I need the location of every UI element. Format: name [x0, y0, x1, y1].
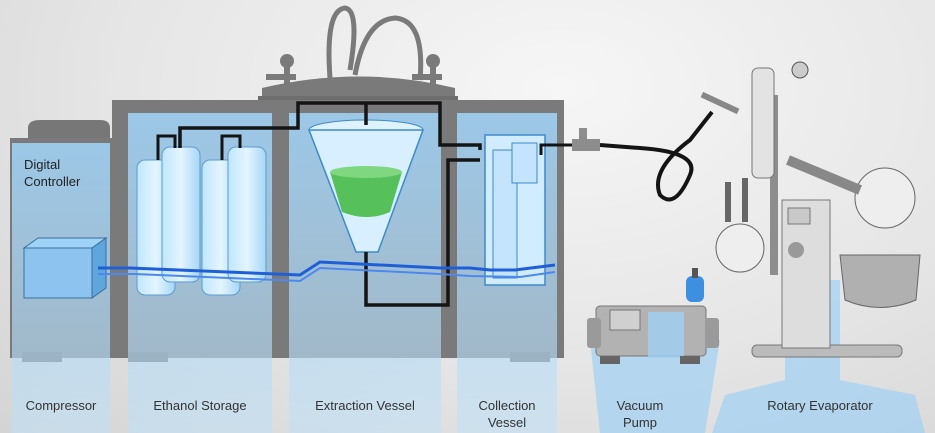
- digital-controller-label: Digital Controller: [24, 157, 81, 189]
- extraction-funnel: [307, 119, 425, 253]
- valve: [572, 128, 600, 151]
- ethanol-storage-tanks: [136, 146, 267, 296]
- vacuum-pump-label: Vacuum Pump: [616, 398, 664, 430]
- vacuum-pump: [587, 268, 719, 364]
- black-pipes: [156, 101, 714, 307]
- collection-vessel: [484, 134, 546, 286]
- collection-vessel-label: Collection Vessel: [478, 398, 536, 430]
- rotary-evaporator-label: Rotary Evaporator: [767, 398, 873, 413]
- rotary-evaporator: [700, 61, 921, 358]
- ethanol-storage-label: Ethanol Storage: [153, 398, 247, 413]
- compressor-label: Compressor: [25, 398, 97, 413]
- compressor-unit: [22, 237, 108, 299]
- extraction-vessel-label: Extraction Vessel: [315, 398, 415, 413]
- blue-coolant-lines: [98, 260, 556, 283]
